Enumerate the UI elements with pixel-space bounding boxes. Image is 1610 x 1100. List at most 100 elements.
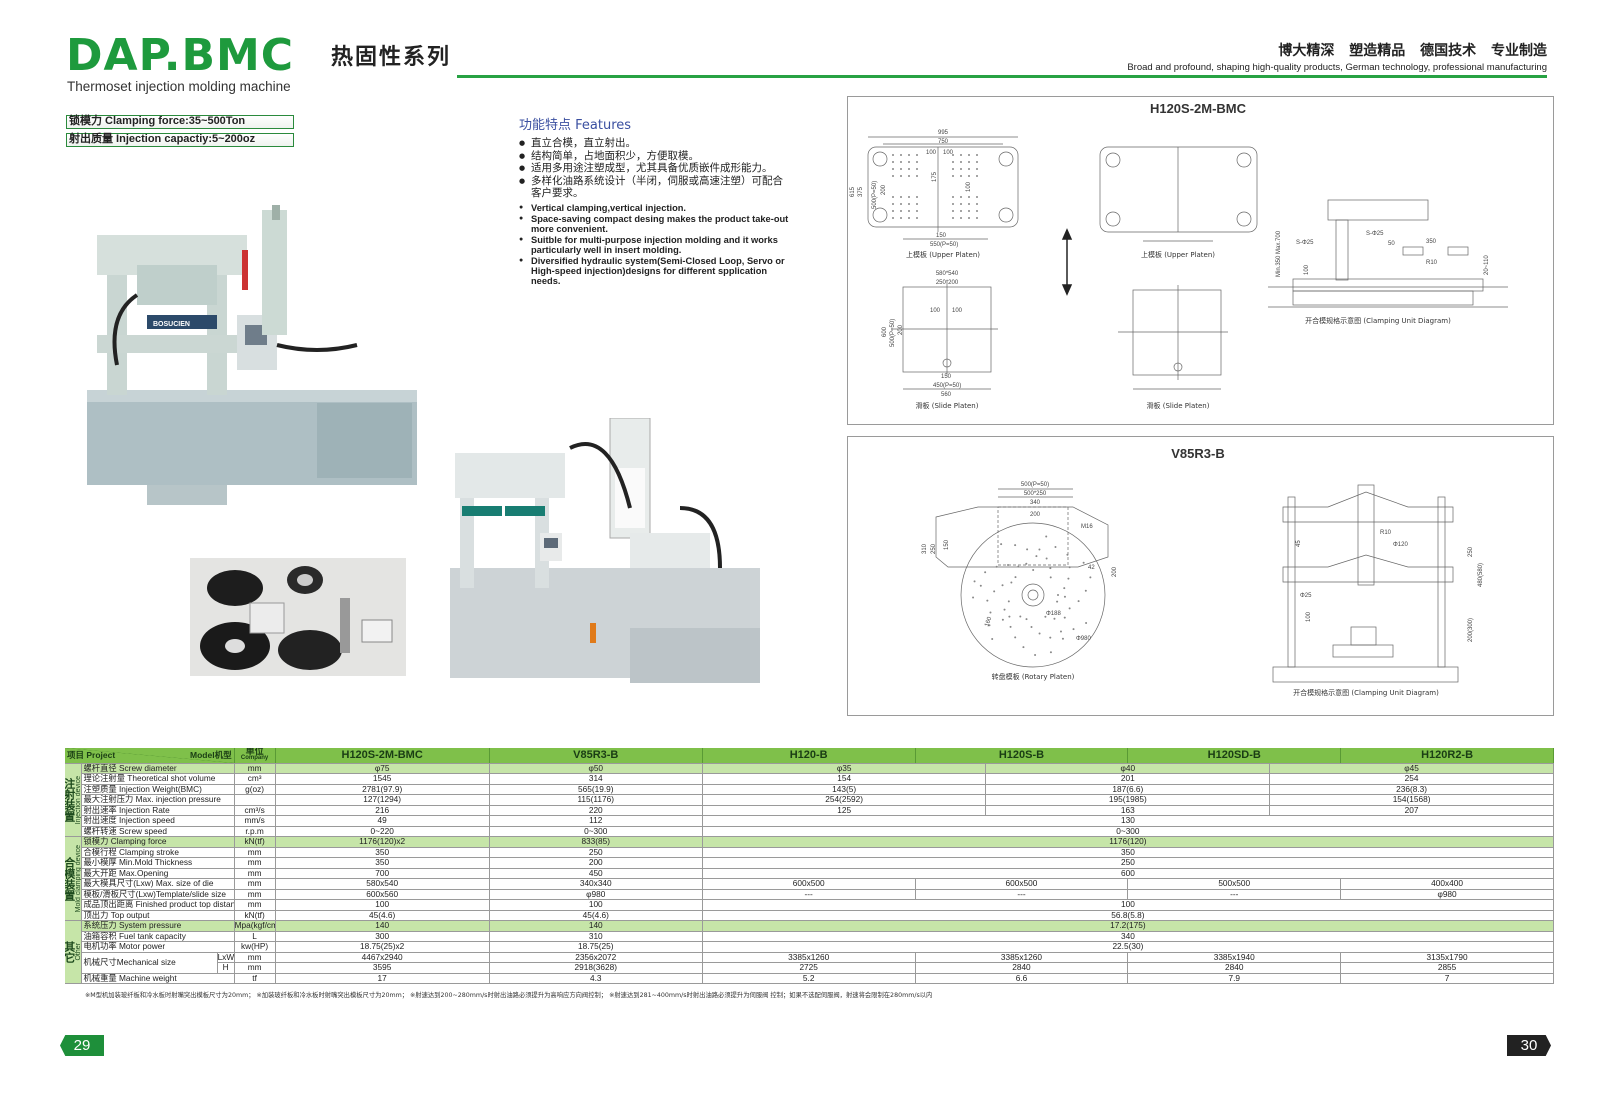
dim-label: 500(P=50) bbox=[872, 181, 878, 209]
header-model-name: H120S-B bbox=[915, 748, 1129, 764]
clamping-unit-caption: 开合模规格示意图 (Clamping Unit Diagram) bbox=[1305, 316, 1451, 325]
slide-platen-caption: 滑板 (Slide Platen) bbox=[916, 401, 979, 410]
value-cell: 195(1985) bbox=[985, 794, 1271, 806]
value-cell: φ40 bbox=[985, 763, 1271, 774]
dim-label: S-Φ25 bbox=[1366, 231, 1384, 237]
value-cell: 600x560 bbox=[275, 889, 490, 900]
value-cell: 100 bbox=[702, 899, 1555, 911]
value-cell: 17.2(175) bbox=[702, 920, 1555, 932]
value-cell: 220 bbox=[489, 805, 703, 816]
value-cell: φ980 bbox=[489, 889, 703, 900]
value-cell: 130 bbox=[702, 815, 1555, 827]
dim-label: 340 bbox=[1030, 500, 1041, 506]
dim-label: 200 bbox=[881, 184, 887, 195]
dim-label: 42 bbox=[1088, 565, 1095, 571]
dim-label: 150 bbox=[944, 539, 950, 550]
value-cell: 833(85) bbox=[489, 836, 703, 848]
value-cell: 3595 bbox=[275, 962, 490, 974]
value-cell: φ45 bbox=[1269, 763, 1554, 774]
drawing-v85r3-b: V85R3-B 500(P=50) 500*250 340 200 M16 31… bbox=[847, 436, 1554, 716]
dim-label: Min.350 Max.700 bbox=[1276, 230, 1282, 277]
clamping-unit-caption: 开合模规格示意图 (Clamping Unit Diagram) bbox=[1293, 688, 1439, 697]
page-number-left: 29 bbox=[60, 1035, 104, 1056]
feature-item: Diversified hydraulic system(Semi-Closed… bbox=[519, 256, 789, 286]
header-model-name: H120-B bbox=[702, 748, 916, 764]
header-model-name: V85R3-B bbox=[489, 748, 703, 764]
row-label: 系统压力 System pressure bbox=[81, 920, 235, 932]
value-cell: 350 bbox=[275, 857, 490, 869]
header-model-name: H120S-2M-BMC bbox=[275, 748, 490, 764]
value-cell: 250 bbox=[702, 857, 1555, 869]
section-name-en: Injection device bbox=[74, 775, 81, 824]
feature-item: 多样化油路系统设计（半闭，伺服或高速注塑）可配合客户要求。 bbox=[519, 175, 789, 200]
dim-label: 50 bbox=[1388, 241, 1395, 247]
row-label: 注塑质量 Injection Weight(BMC) bbox=[81, 784, 235, 795]
value-cell: φ35 bbox=[702, 763, 987, 774]
value-cell: 2918(3628) bbox=[489, 962, 703, 974]
feature-item: 结构简单，占地面积少，方便取模。 bbox=[519, 150, 789, 163]
value-cell: 1176(120) bbox=[702, 836, 1555, 848]
dim-label: Φ980 bbox=[1076, 636, 1091, 642]
value-cell: 6.6 bbox=[915, 973, 1129, 984]
value-cell: 45(4.6) bbox=[489, 910, 703, 921]
value-cell: 2356x2072 bbox=[489, 952, 703, 963]
features-list-en: Vertical clamping,vertical injection. Sp… bbox=[519, 203, 789, 286]
section-name-zh: 其它 bbox=[65, 941, 76, 963]
row-unit: g(oz) bbox=[234, 784, 276, 795]
value-cell: 350 bbox=[275, 847, 490, 858]
features-section: 功能特点 Features 直立合模，直立射出。 结构简单，占地面积少，方便取模… bbox=[519, 114, 789, 287]
dim-label: 995 bbox=[938, 130, 949, 136]
dim-label: 45 bbox=[1296, 540, 1302, 547]
row-unit: kw(HP) bbox=[234, 941, 276, 953]
value-cell: 0~220 bbox=[275, 826, 490, 837]
value-cell: 350 bbox=[702, 847, 1555, 858]
row-label: 射出速率 Injection Rate bbox=[81, 805, 235, 816]
value-cell: 100 bbox=[489, 899, 703, 911]
value-cell: 112 bbox=[489, 815, 703, 827]
value-cell: 187(6.6) bbox=[985, 784, 1271, 795]
dim-label: 160 bbox=[984, 616, 993, 628]
dim-label: 100 bbox=[1306, 611, 1312, 622]
header-project: 项目 Project bbox=[67, 749, 116, 760]
value-cell: 300 bbox=[275, 931, 490, 942]
series-title: 热固性系列 bbox=[331, 45, 452, 70]
row-label: 最小模厚 Min.Mold Thickness bbox=[81, 857, 235, 869]
machine-photo-large: BOSUCIEN bbox=[87, 205, 417, 505]
row-unit: mm bbox=[234, 847, 276, 858]
value-cell: 56.8(5.8) bbox=[702, 910, 1555, 921]
drawing-title: V85R3-B bbox=[1171, 446, 1224, 461]
section-name-en: Mold clamping device bbox=[74, 844, 81, 913]
dim-label: 100 bbox=[930, 308, 941, 314]
machine-photo-rotary bbox=[450, 418, 760, 683]
row-label: 电机功率 Motor power bbox=[81, 941, 235, 953]
value-cell: 254(2592) bbox=[702, 794, 987, 806]
value-cell: 310 bbox=[489, 931, 703, 942]
value-cell: 0~300 bbox=[702, 826, 1555, 837]
page-number-right: 30 bbox=[1507, 1035, 1551, 1056]
slide-platen-caption: 滑板 (Slide Platen) bbox=[1147, 401, 1210, 410]
slide-platen-drawing-right bbox=[1118, 285, 1228, 390]
row-unit: mm bbox=[234, 952, 276, 963]
dim-label: 600 bbox=[882, 326, 888, 337]
row-label: 最大模具尺寸(Lxw) Max. size of die bbox=[81, 878, 235, 890]
features-title: 功能特点 Features bbox=[519, 118, 632, 133]
clamping-unit-drawing bbox=[1272, 484, 1459, 683]
features-list-zh: 直立合模，直立射出。 结构简单，占地面积少，方便取模。 适用多用途注塑成型，尤其… bbox=[519, 137, 789, 200]
dim-label: R10 bbox=[1426, 260, 1438, 266]
value-cell: 400x400 bbox=[1340, 878, 1554, 890]
value-cell: 7.9 bbox=[1127, 973, 1342, 984]
value-cell: 22.5(30) bbox=[702, 941, 1555, 953]
row-label: 最大开距 Max.Opening bbox=[81, 868, 235, 879]
row-unit: Mpa(kgf/cm²) bbox=[234, 920, 276, 932]
row-unit: mm bbox=[234, 878, 276, 890]
value-cell: 163 bbox=[985, 805, 1271, 816]
rotary-platen-caption: 转盘模板 (Rotary Platen) bbox=[992, 672, 1075, 681]
value-cell: 7 bbox=[1340, 973, 1554, 984]
value-cell: 18.75(25)x2 bbox=[275, 941, 490, 953]
